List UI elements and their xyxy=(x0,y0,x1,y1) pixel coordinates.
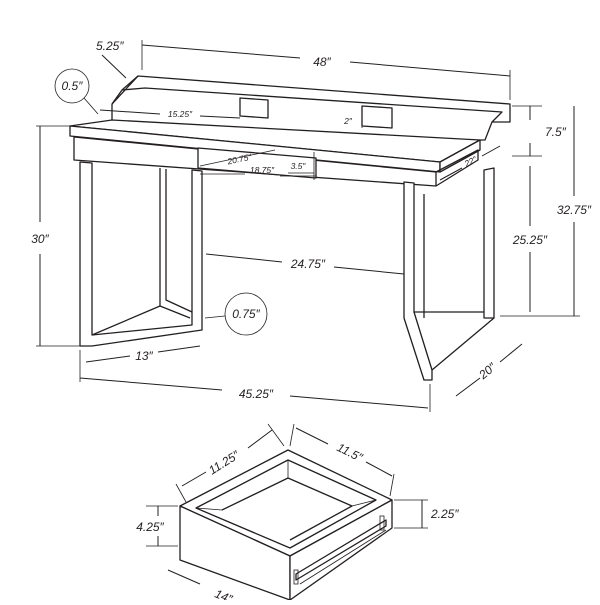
drawer-illustration xyxy=(179,449,393,601)
shelf-divider-right xyxy=(361,105,393,129)
label-drawer-inner-width: 11.25″ xyxy=(206,447,242,477)
label-riser-total: 7.5″ xyxy=(545,125,567,139)
extension-line xyxy=(175,483,187,503)
label-knee-clearance: 25.25″ xyxy=(512,233,548,247)
dim-line-drawer-diagonal xyxy=(199,149,276,167)
dim-line-side-depth xyxy=(439,167,463,181)
label-overall-height: 32.75″ xyxy=(557,203,592,217)
dim-line-drawer-inner-depth xyxy=(295,427,329,445)
label-leg-depth: 13″ xyxy=(135,349,153,363)
left-leg-back xyxy=(159,168,191,319)
desk-dimensions: 48″ 5.25″ 0.5″ 15.25″ 2″ 20.75″ 18.75″ 3… xyxy=(31,39,592,412)
dim-line-drawer-inner-depth xyxy=(365,461,393,477)
left-leg-frame xyxy=(79,161,203,347)
desk-illustration xyxy=(69,75,511,381)
label-top-depth: 5.25″ xyxy=(96,39,124,53)
riser-left-edge xyxy=(121,75,139,91)
left-leg-back-inner xyxy=(165,169,193,313)
label-leg-thickness: 0.75″ xyxy=(232,307,260,321)
dim-line-leg-depth xyxy=(85,355,131,363)
dim-line-drawer-front-width xyxy=(167,569,201,585)
extension-line xyxy=(289,423,295,447)
right-leg-base-rail xyxy=(414,311,495,371)
label-drawer-inner-depth: 11.5″ xyxy=(335,440,366,465)
label-riser-height: 2″ xyxy=(343,116,353,126)
label-leg-gap: 24.75″ xyxy=(290,257,326,271)
drawer-slide-bracket xyxy=(293,569,299,585)
dim-line-top-depth xyxy=(101,54,127,79)
label-edge-thickness: 0.5″ xyxy=(62,79,84,93)
dim-line-overall-width xyxy=(79,377,223,391)
extension-line xyxy=(389,473,395,497)
right-leg-front xyxy=(403,181,433,381)
label-shelf-width: 15.25″ xyxy=(168,109,193,119)
label-drawer-opening-inner: 18.75″ xyxy=(250,165,275,175)
drawer-inner-corner xyxy=(351,499,377,507)
drawer-slide-rail-lower xyxy=(299,529,387,585)
drawer-slide-rail xyxy=(295,519,387,581)
dim-line-width-right xyxy=(349,61,511,77)
label-drawer-front-height: 4.25″ xyxy=(136,520,164,534)
callout-circle xyxy=(224,292,268,336)
dim-line-base-depth xyxy=(455,377,481,397)
extension-line xyxy=(267,423,285,447)
drawer-front xyxy=(197,147,317,179)
dim-line-drawer-inner-width xyxy=(247,429,273,449)
label-drawer-side-height: 2.25″ xyxy=(430,507,459,521)
label-desk-height: 30″ xyxy=(31,232,49,246)
riser-top-edge xyxy=(111,87,503,123)
drawer-slide-bracket xyxy=(379,515,385,531)
dim-line-side-depth xyxy=(481,145,501,157)
label-drawer-opening-height: 3.5″ xyxy=(291,161,307,171)
right-leg-back xyxy=(483,167,495,319)
callout-leader xyxy=(83,97,99,115)
dim-line-base-depth xyxy=(499,343,523,363)
dim-line-width-left xyxy=(141,44,301,59)
shelf-divider-left xyxy=(239,97,269,119)
dim-line-leg-gap xyxy=(333,266,405,275)
dim-line-shelf xyxy=(99,109,161,115)
dim-line-leg-gap xyxy=(205,253,283,263)
label-overall-width: 45.25″ xyxy=(239,387,274,401)
callout-circle xyxy=(54,68,90,104)
dim-line-drawer-inner-width xyxy=(181,471,207,487)
label-drawer-front-width: 14″ xyxy=(213,587,235,600)
dim-line-shelf xyxy=(199,115,241,119)
dim-line-overall-width xyxy=(289,395,429,409)
left-leg-base-rail xyxy=(91,305,161,336)
drawer-inner-corner xyxy=(195,507,223,511)
dim-line-leg-depth xyxy=(157,345,201,353)
label-width: 48″ xyxy=(313,55,331,69)
drawer-side-panel xyxy=(289,499,393,601)
callout-leader xyxy=(204,315,226,319)
drawer-floor xyxy=(221,477,353,541)
apron-side xyxy=(435,149,479,187)
